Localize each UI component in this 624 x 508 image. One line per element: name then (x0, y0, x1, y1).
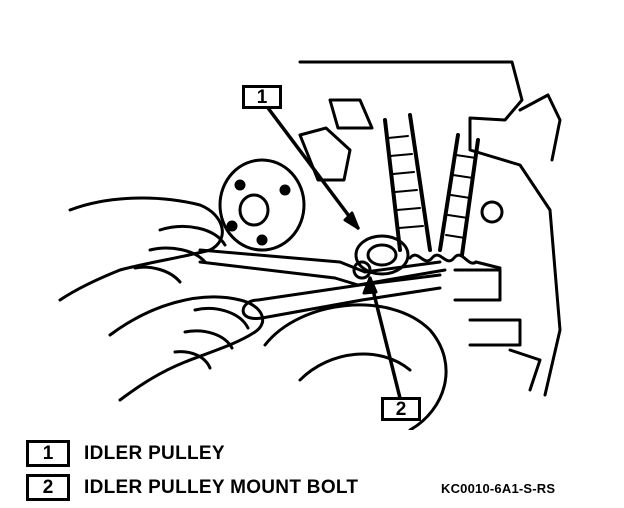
callout-2: 2 (381, 397, 421, 421)
water-pump (218, 158, 306, 252)
callout-1: 1 (242, 85, 282, 109)
legend-item-1: 1 IDLER PULLEY (26, 440, 225, 467)
legend-number: 2 (42, 476, 54, 498)
callout-1-number: 1 (256, 86, 268, 108)
callout-leader-1 (266, 106, 360, 230)
legend-number-box: 2 (26, 474, 70, 501)
timing-belt (383, 113, 480, 257)
left-hand (58, 196, 227, 302)
legend-number-box: 1 (26, 440, 70, 467)
legend-label: IDLER PULLEY (84, 442, 225, 464)
legend-number: 1 (42, 442, 54, 464)
tensioner-spring (408, 253, 502, 270)
crank-pulley (263, 303, 448, 430)
legend-item-2: 2 IDLER PULLEY MOUNT BOLT (26, 474, 358, 501)
engine-block (298, 60, 562, 397)
wrench (198, 248, 447, 287)
engine-illustration (58, 60, 562, 430)
callout-leader-2 (362, 276, 402, 400)
callout-2-number: 2 (395, 398, 407, 420)
socket-extension (241, 273, 442, 320)
right-hand (108, 295, 265, 402)
legend-label: IDLER PULLEY MOUNT BOLT (84, 476, 359, 498)
figure-code: KC0010-6A1-S-RS (441, 481, 556, 496)
